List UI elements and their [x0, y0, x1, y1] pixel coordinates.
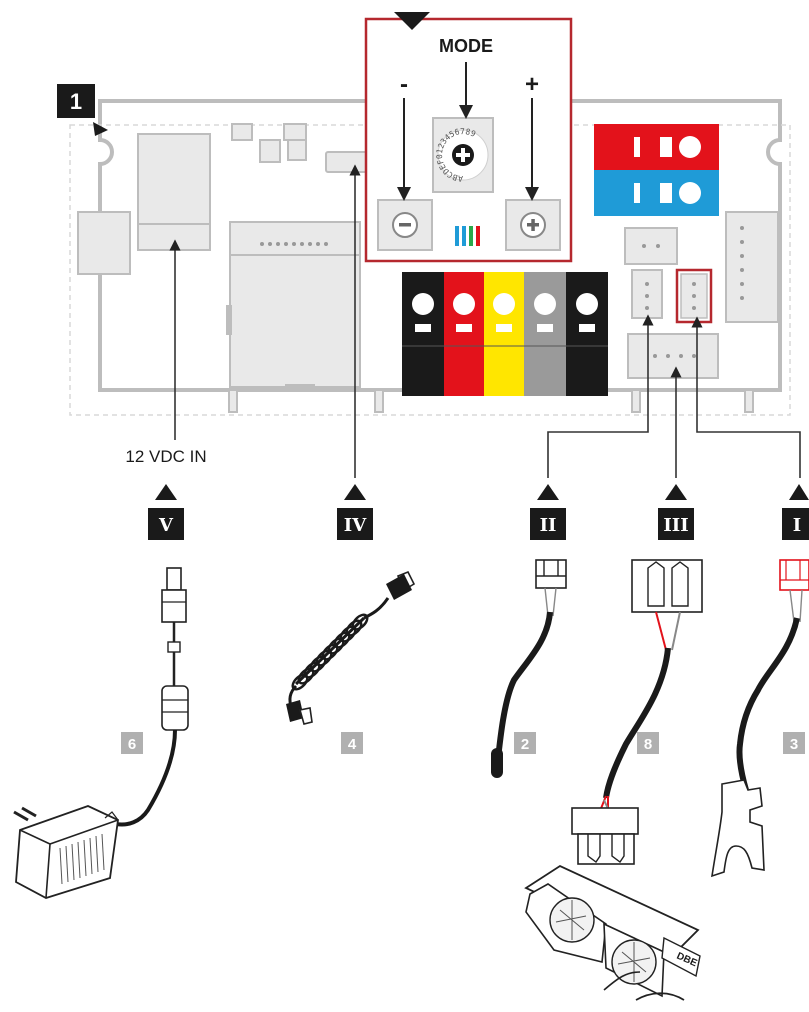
- part-number-6: 6: [121, 732, 143, 754]
- connector-ii-badge: II: [530, 484, 566, 540]
- rotary-mode-dial[interactable]: ABCDEF0123456789: [432, 117, 494, 193]
- step-badge: 1: [57, 84, 108, 136]
- part-number-2: 2: [514, 732, 536, 754]
- capacitor: [77, 211, 131, 275]
- power-adapter-cable: [13, 567, 189, 899]
- part-number-8: 8: [637, 732, 659, 754]
- connector-ii-label: II: [540, 515, 557, 536]
- minus-sign: -: [400, 71, 408, 98]
- terminal-strip-right: [725, 211, 779, 323]
- connector-iv-label: IV: [344, 515, 367, 536]
- connector-i-label: I: [793, 515, 801, 536]
- color-indicator-blue: [594, 170, 719, 216]
- terminal-block: [402, 272, 608, 396]
- part-number-3-text: 3: [790, 736, 798, 753]
- step-number: 1: [70, 89, 82, 114]
- header-iii-socket: [627, 333, 719, 379]
- small-components: [231, 123, 307, 163]
- part-number-6-text: 6: [128, 736, 136, 753]
- power-input-label: 12 VDC IN: [125, 447, 206, 466]
- mode-label: MODE: [439, 36, 493, 56]
- color-indicator-red: [594, 124, 719, 170]
- mode-panel: MODE - + ABCDEF0123456789: [364, 12, 573, 263]
- controller-board: [69, 99, 791, 416]
- triangle-down-icon: [394, 12, 430, 30]
- plus-sign: +: [525, 71, 539, 98]
- connector-iii-label: III: [663, 515, 688, 536]
- main-chip: [229, 221, 361, 388]
- coiled-sensor-cable: [286, 570, 416, 725]
- minus-button[interactable]: [377, 199, 433, 251]
- part-number-4: 4: [341, 732, 363, 754]
- clip-sensor-cable: [711, 559, 809, 878]
- connector-iv-badge: IV: [337, 484, 373, 540]
- rgb-led-icon: [455, 226, 480, 246]
- part-number-8-text: 8: [644, 736, 652, 753]
- part-number-2-text: 2: [521, 736, 529, 753]
- fan-cable: [571, 559, 703, 865]
- header-top: [624, 227, 678, 265]
- part-number-4-text: 4: [348, 736, 357, 753]
- minus-icon: [399, 223, 411, 227]
- temperature-probe-cable: [491, 559, 567, 778]
- connector-v-badge: V: [148, 484, 184, 540]
- power-jack-socket: [137, 223, 211, 251]
- dual-fan-assembly: DBE: [524, 864, 701, 1001]
- connector-v-label: V: [158, 515, 174, 536]
- plus-button[interactable]: [505, 199, 561, 251]
- part-number-3: 3: [783, 732, 805, 754]
- relay-component: [137, 133, 211, 225]
- connector-i-badge: I: [782, 484, 809, 540]
- connector-iii-badge: III: [658, 484, 694, 540]
- leader-lines: [169, 164, 801, 478]
